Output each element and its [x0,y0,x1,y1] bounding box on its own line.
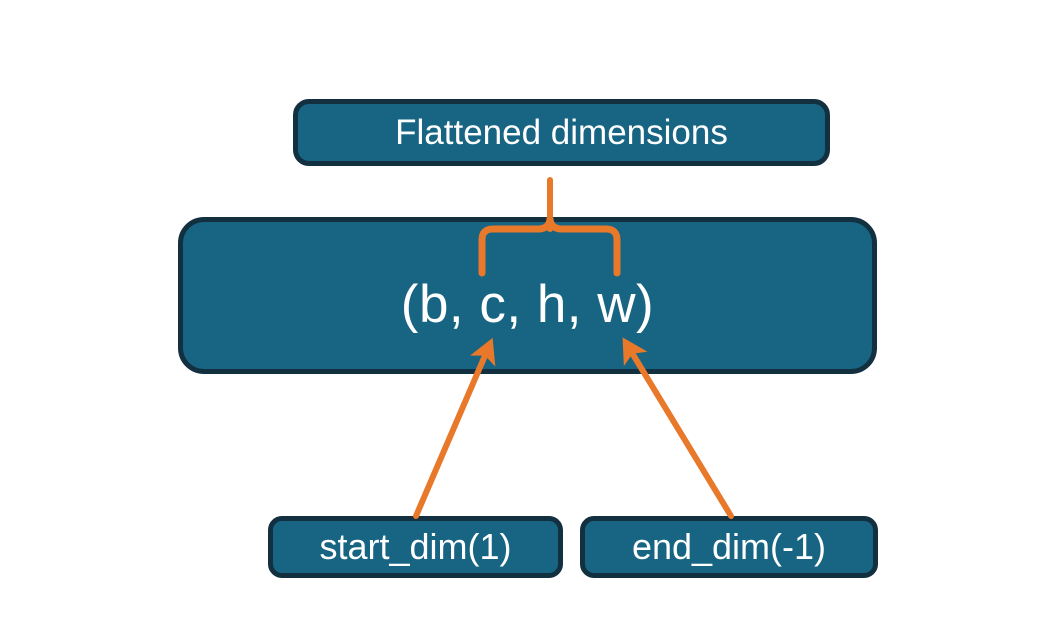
end-dim-label: end_dim(-1) [631,526,827,567]
tensor-shape-box: (b, c, h, w) [178,217,877,374]
flattened-dimensions-box: Flattened dimensions [293,99,830,166]
start-dim-label: start_dim(1) [319,526,512,567]
flattened-dimensions-label: Flattened dimensions [395,113,728,152]
start-dim-box: start_dim(1) [268,516,563,578]
end-dim-box: end_dim(-1) [580,516,878,578]
tensor-shape-label: (b, c, h, w) [400,275,655,334]
